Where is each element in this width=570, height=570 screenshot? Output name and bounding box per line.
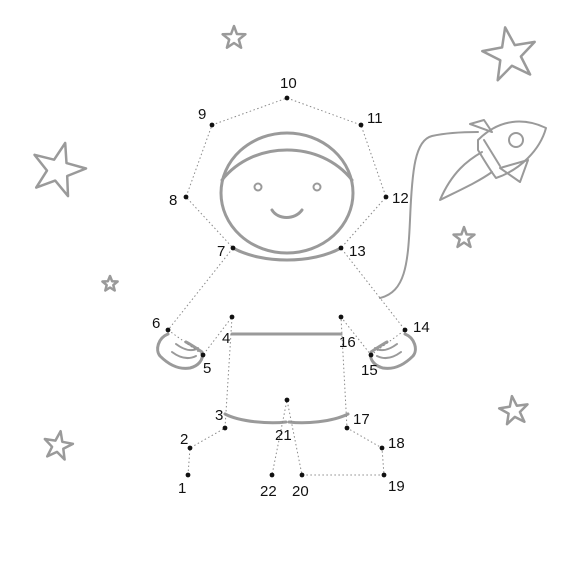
dot-label-18: 18 xyxy=(388,435,405,452)
dot-9[interactable] xyxy=(209,122,215,128)
dot-label-11: 11 xyxy=(367,110,383,127)
dot-label-10: 10 xyxy=(280,75,297,92)
star-icon xyxy=(481,26,536,82)
dot-label-9: 9 xyxy=(198,106,206,123)
dot-11[interactable] xyxy=(358,122,364,128)
dot-5[interactable] xyxy=(200,352,206,358)
dot-label-6: 6 xyxy=(152,315,160,332)
dot-19[interactable] xyxy=(381,472,387,478)
dot-21[interactable] xyxy=(284,397,290,403)
star-icon xyxy=(101,274,119,292)
dot-6[interactable] xyxy=(165,327,171,333)
dot-label-13: 13 xyxy=(349,243,366,260)
dot-label-8: 8 xyxy=(169,192,177,209)
star-icon xyxy=(33,141,88,198)
dot-label-20: 20 xyxy=(292,483,309,500)
dot-13[interactable] xyxy=(338,245,344,251)
dot-label-7: 7 xyxy=(217,243,225,260)
dot-15[interactable] xyxy=(368,352,374,358)
dot-label-2: 2 xyxy=(180,431,188,448)
dot-22[interactable] xyxy=(269,472,275,478)
dot-12[interactable] xyxy=(383,194,389,200)
star-icon xyxy=(452,225,476,249)
dot-label-12: 12 xyxy=(392,190,409,207)
dot-label-14: 14 xyxy=(413,319,430,336)
rocket-icon xyxy=(439,119,547,201)
dot-4[interactable] xyxy=(229,314,235,320)
star-icon xyxy=(221,24,247,49)
dot-14[interactable] xyxy=(402,327,408,333)
dot-2[interactable] xyxy=(187,445,193,451)
stars xyxy=(33,24,536,461)
dot-8[interactable] xyxy=(183,194,189,200)
dot-1[interactable] xyxy=(185,472,191,478)
dot-label-21: 21 xyxy=(275,427,292,444)
dot-10[interactable] xyxy=(284,95,290,101)
collar-line xyxy=(231,246,343,262)
dotted-guides xyxy=(167,97,406,476)
glove-icon xyxy=(369,332,417,370)
star-icon xyxy=(43,429,75,461)
dot-7[interactable] xyxy=(230,245,236,251)
dot-label-3: 3 xyxy=(215,407,223,424)
dot-label-16: 16 xyxy=(339,334,356,351)
dot-label-15: 15 xyxy=(361,362,378,379)
dot-17[interactable] xyxy=(344,425,350,431)
glove-icon xyxy=(156,332,204,370)
dot-label-22: 22 xyxy=(260,483,277,500)
tether-line xyxy=(379,131,479,299)
guide-path xyxy=(167,97,406,476)
astronaut-face-icon xyxy=(219,131,355,255)
dot-18[interactable] xyxy=(379,445,385,451)
dot-label-5: 5 xyxy=(203,360,211,377)
dot-label-4: 4 xyxy=(222,330,230,347)
body-lines xyxy=(223,332,350,425)
dot-label-19: 19 xyxy=(388,478,405,495)
dot-3[interactable] xyxy=(222,425,228,431)
star-icon xyxy=(497,394,529,426)
dot-16[interactable] xyxy=(338,314,344,320)
dot-label-1: 1 xyxy=(178,480,186,497)
dot-label-17: 17 xyxy=(353,411,370,428)
dot-20[interactable] xyxy=(299,472,305,478)
